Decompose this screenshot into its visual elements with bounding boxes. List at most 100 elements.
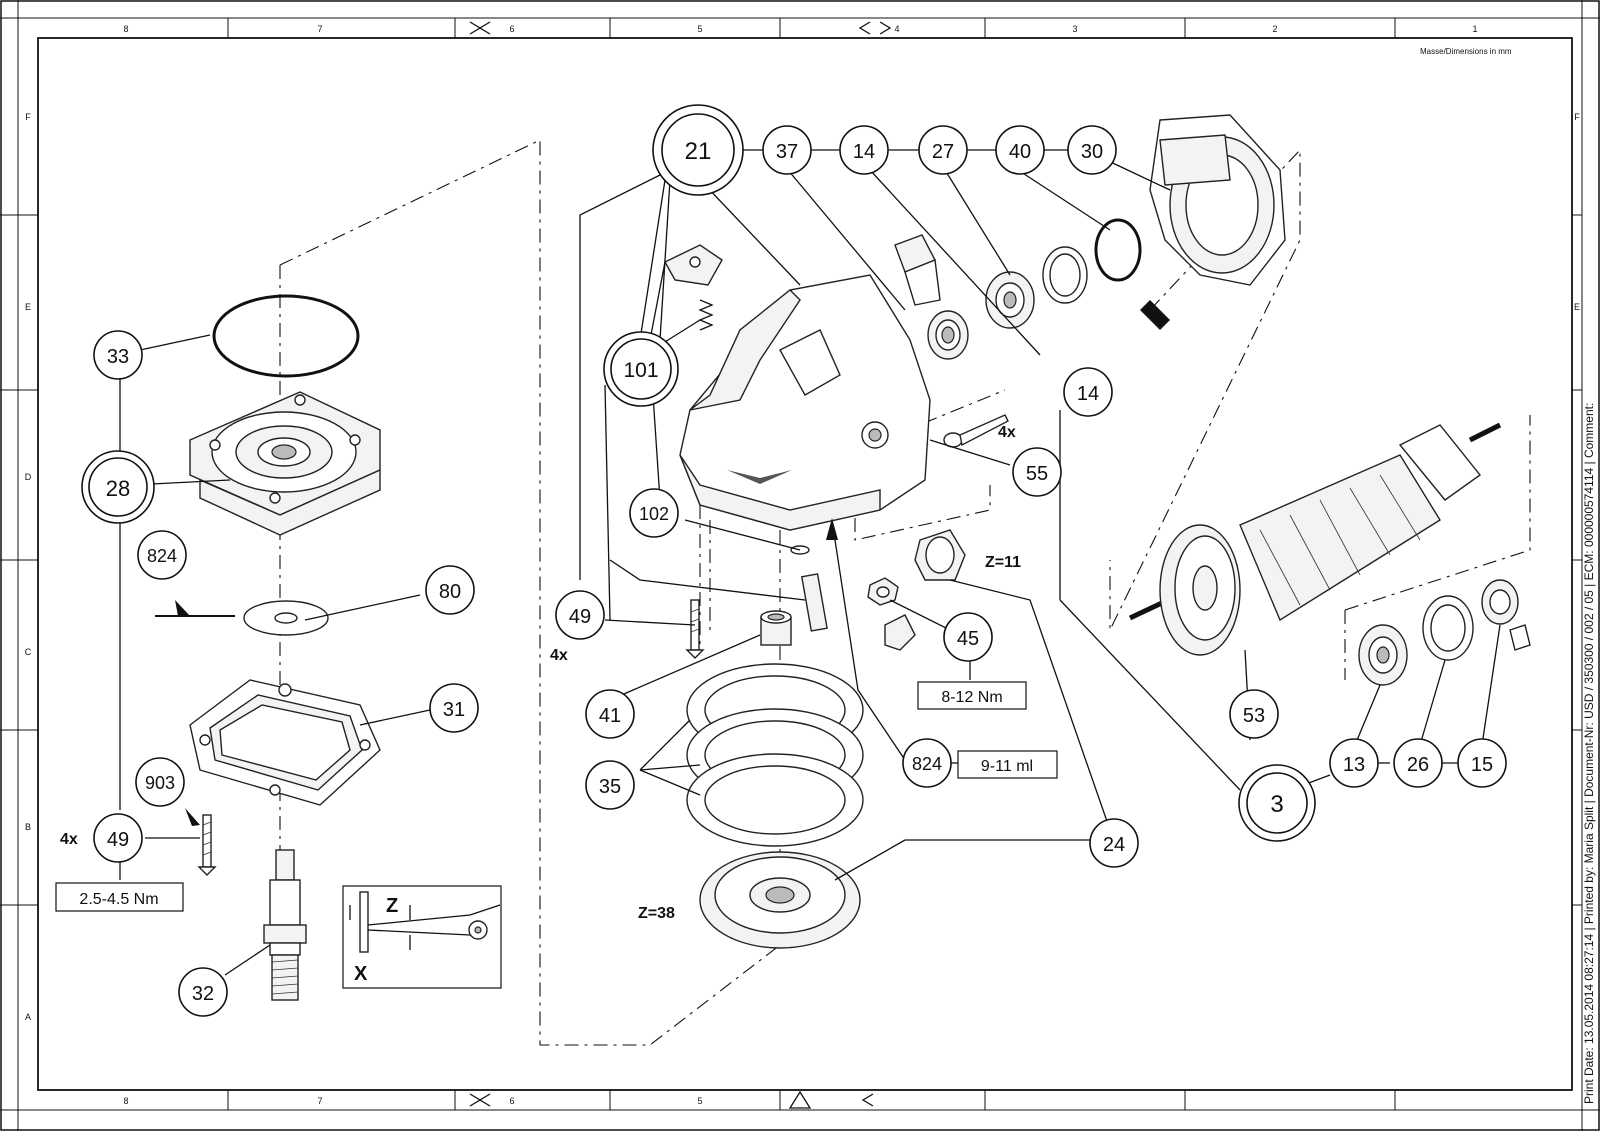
callout-102-label: 102 — [639, 504, 669, 524]
teeth-z38: Z=38 — [638, 905, 675, 922]
callout-35: 35 — [585, 760, 635, 810]
washer-80 — [243, 600, 329, 636]
row-label-E-right: E — [1574, 302, 1580, 312]
callout-41-label: 41 — [599, 705, 621, 727]
callout-80: 80 — [425, 565, 475, 615]
callout-33-label: 33 — [107, 346, 129, 368]
callout-101-label: 101 — [623, 359, 658, 382]
row-labels: F E D C B A F E — [25, 112, 1581, 1022]
ball-bearing-14-b — [985, 271, 1035, 329]
col-label-8: 8 — [123, 1096, 128, 1106]
callout-824-right-label: 824 — [912, 754, 942, 774]
torque-box-49: 2.5-4.5 Nm — [55, 882, 184, 912]
row-label-D: D — [25, 472, 32, 482]
torque-49-text: 2.5-4.5 Nm — [79, 891, 158, 908]
bearing-cover-31 — [189, 679, 381, 806]
callout-49-left-label: 49 — [107, 829, 129, 851]
callout-3: 3 — [1238, 764, 1316, 842]
torque-45-text: 8-12 Nm — [941, 689, 1002, 706]
sleeve-26 — [1422, 595, 1474, 661]
callout-49-centre: 49 — [555, 590, 605, 640]
callout-53: 53 — [1229, 689, 1279, 739]
callout-21: 21 — [652, 104, 744, 196]
callout-14-right: 14 — [1063, 367, 1113, 417]
callout-28-label: 28 — [106, 476, 130, 501]
screw-49-left — [197, 814, 217, 876]
gear-housing-21 — [679, 274, 931, 531]
row-label-F-right: F — [1574, 112, 1580, 122]
col-label-8: 8 — [123, 24, 128, 34]
callout-33: 33 — [93, 330, 143, 380]
callout-41: 41 — [585, 689, 635, 739]
callout-80-label: 80 — [439, 581, 461, 603]
row-label-E: E — [25, 302, 31, 312]
grease-824-text: 9-11 ml — [981, 758, 1033, 775]
dimensions-note: Masse/Dimensions in mm — [1420, 47, 1512, 56]
callout-45: 45 — [943, 612, 993, 662]
housing-cover-30 — [1149, 114, 1286, 286]
callout-15-label: 15 — [1471, 754, 1493, 776]
leader-lines — [119, 149, 1501, 976]
callout-30: 30 — [1067, 125, 1117, 175]
col-label-4: 4 — [894, 24, 899, 34]
callout-824-left: 824 — [137, 530, 187, 580]
column-labels-top: 8 7 6 5 4 3 2 1 — [123, 24, 1477, 34]
row-label-F: F — [25, 112, 31, 122]
callout-32: 32 — [178, 967, 228, 1017]
qty-49-left: 4x — [60, 831, 78, 848]
row-label-B: B — [25, 822, 31, 832]
callout-49-left: 49 — [93, 813, 143, 863]
qty-55: 4x — [998, 424, 1016, 441]
arrow-housing — [826, 518, 838, 540]
callout-45-label: 45 — [957, 628, 979, 650]
print-info: Print Date: 13.05.2014 08:27:14 | Printe… — [1582, 403, 1596, 1104]
col-label-6: 6 — [509, 1096, 514, 1106]
row-ruler — [0, 214, 1582, 906]
callout-101: 101 — [603, 331, 679, 407]
callout-903: 903 — [135, 757, 185, 807]
callout-26: 26 — [1393, 738, 1443, 788]
o-ring-33 — [212, 294, 360, 378]
bevel-gear-24 — [699, 851, 861, 949]
callout-24: 24 — [1089, 818, 1139, 868]
col-label-3: 3 — [1072, 24, 1077, 34]
detail-gap-box — [342, 885, 502, 989]
callout-13: 13 — [1329, 738, 1379, 788]
callout-24-label: 24 — [1103, 834, 1125, 856]
shim-set-35 — [686, 663, 864, 847]
bearing-flange-28 — [189, 391, 381, 536]
col-label-7: 7 — [317, 24, 322, 34]
ball-bearing-13 — [1358, 624, 1408, 686]
spindle-lock-101 — [664, 244, 723, 331]
torque-box-45: 8-12 Nm — [917, 681, 1027, 710]
callout-102: 102 — [629, 488, 679, 538]
callout-15: 15 — [1457, 738, 1507, 788]
hex-nut-45 — [867, 577, 916, 651]
col-label-5: 5 — [697, 1096, 702, 1106]
callout-21-label: 21 — [685, 138, 712, 165]
qty-49-centre: 4x — [550, 647, 568, 664]
callout-37-label: 37 — [776, 141, 798, 163]
arrow-903 — [185, 808, 200, 826]
callout-53-label: 53 — [1243, 705, 1265, 727]
callout-49-centre-label: 49 — [569, 606, 591, 628]
detail-z-label: Z — [386, 895, 398, 917]
callout-14-top: 14 — [839, 125, 889, 175]
carbon-brush-37 — [894, 234, 941, 306]
callout-28: 28 — [81, 450, 155, 524]
spindle-lock-pin-102 — [790, 545, 828, 632]
callout-55: 55 — [1012, 447, 1062, 497]
callout-824-left-label: 824 — [147, 546, 177, 566]
row-label-A: A — [25, 1012, 31, 1022]
callout-55-label: 55 — [1026, 463, 1048, 485]
ball-bearing-14-a — [927, 310, 969, 360]
callout-903-label: 903 — [145, 773, 175, 793]
callout-40-label: 40 — [1009, 141, 1031, 163]
callout-37: 37 — [762, 125, 812, 175]
circlip-40 — [1094, 218, 1142, 282]
col-label-5: 5 — [697, 24, 702, 34]
teeth-z11: Z=11 — [985, 554, 1021, 571]
col-label-6: 6 — [509, 24, 514, 34]
callout-824-right: 824 — [902, 738, 952, 788]
